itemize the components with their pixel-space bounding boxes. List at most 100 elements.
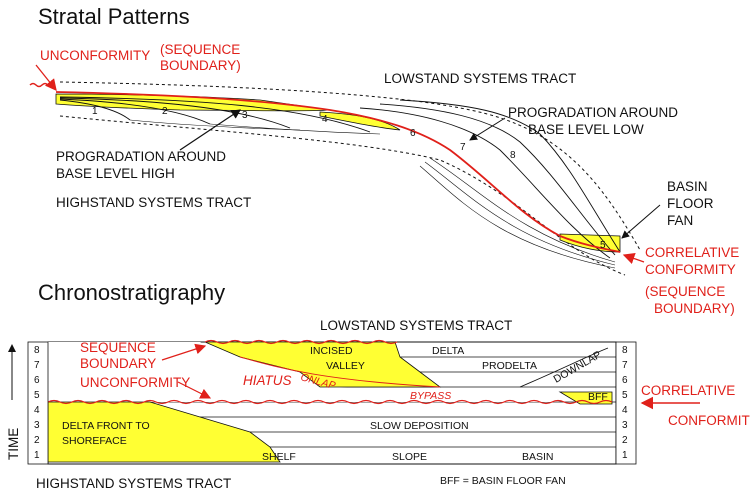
clinoform-4: [59, 96, 371, 133]
row-right-8: 8: [622, 345, 628, 356]
clinoform-2: [59, 98, 211, 125]
row-left-7: 7: [34, 360, 40, 371]
highstand-systems-tract-label-bottom: HIGHSTAND SYSTEMS TRACT: [36, 476, 231, 491]
downlap-label: DOWNLAP: [552, 349, 604, 386]
row-right-2: 2: [622, 435, 628, 446]
clinoform-1: [59, 99, 131, 121]
sequence-boundary-label-line1: (SEQUENCE: [160, 42, 240, 57]
row-left-3: 3: [34, 420, 40, 431]
distal-line-1: [429, 157, 616, 263]
layer-number-4: 4: [322, 114, 328, 125]
slow-deposition-label: SLOW DEPOSITION: [370, 420, 469, 432]
valley-label: VALLEY: [326, 360, 365, 372]
lower-unconformity-wavy: [47, 399, 613, 405]
sequence-boundary-label-line2: BOUNDARY): [160, 58, 241, 73]
delta-front-fill: [47, 401, 281, 463]
layer-number-1: 1: [92, 106, 98, 117]
layer-number-2: 2: [162, 106, 168, 117]
bff-legend: BFF = BASIN FLOOR FAN: [440, 475, 566, 487]
clinoform-3: [59, 97, 291, 129]
bottomset-line-b: [209, 123, 381, 135]
row-left-4: 4: [34, 405, 40, 416]
bff-short-label: BFF: [588, 391, 608, 403]
unconformity-arrow-bottom: [177, 381, 212, 399]
row-left-8: 8: [34, 345, 40, 356]
row-left-5: 5: [34, 390, 40, 401]
distal-line-3: [419, 165, 616, 269]
row-right-6: 6: [622, 375, 628, 386]
unconformity-arrow: [35, 64, 57, 92]
lowstand-systems-tract-label-bottom: LOWSTAND SYSTEMS TRACT: [320, 318, 512, 333]
unconformity-label: UNCONFORMITY: [40, 48, 150, 63]
seq-boundary-label-line2: BOUNDARY: [80, 356, 156, 371]
progradation-high-label-line2: BASE LEVEL HIGH: [56, 166, 175, 181]
clinoform-6: [359, 107, 611, 259]
correlative-conformity-line3: (SEQUENCE: [645, 284, 725, 299]
upper-unconformity-wavy: [204, 339, 398, 345]
unconformity-label-bottom: UNCONFORMITY: [80, 375, 190, 390]
lower-dashed-envelope: [59, 115, 626, 276]
row-right-5: 5: [622, 390, 628, 401]
progradation-high-arrow: [179, 109, 241, 151]
correlative-label-bottom-line1: CORRELATIVE: [641, 383, 735, 398]
bff-arrow: [621, 204, 661, 239]
delta-front-label-line1: DELTA FRONT TO: [62, 420, 150, 432]
layer-number-7: 7: [460, 142, 466, 153]
lowstand-valley-fill: [319, 111, 401, 131]
shelf-label: SHELF: [262, 451, 296, 463]
row-right-3: 3: [622, 420, 628, 431]
row-left-2: 2: [34, 435, 40, 446]
delta-front-label-line2: SHOREFACE: [62, 435, 127, 447]
progradation-high-label-line1: PROGRADATION AROUND: [56, 149, 226, 164]
stratal-patterns-title: Stratal Patterns: [38, 4, 190, 29]
row-left-1: 1: [34, 450, 40, 461]
bff-label-line3: FAN: [667, 213, 693, 228]
correlative-label-bottom-line2: CONFORMITY: [668, 413, 750, 428]
chronostratigraphy-panel: Chronostratigraphy LOWSTAND SYSTEMS TRAC…: [6, 280, 750, 491]
bypass-label: BYPASS: [410, 390, 451, 402]
stratal-patterns-panel: Stratal Patterns 1 2 3 4 5 6 7: [29, 4, 739, 316]
seq-boundary-label-line1: SEQUENCE: [80, 340, 156, 355]
time-axis-label: TIME: [6, 428, 21, 460]
chronostratigraphy-title: Chronostratigraphy: [38, 280, 225, 305]
sequence-boundary-line: [55, 91, 621, 253]
progradation-low-label-line2: BASE LEVEL LOW: [528, 122, 644, 137]
layer-number-8: 8: [510, 150, 516, 161]
row-left-6: 6: [34, 375, 40, 386]
progradation-low-arrow: [469, 117, 506, 141]
upper-dashed-envelope: [59, 81, 641, 251]
correlative-conformity-line1: CORRELATIVE: [645, 245, 739, 260]
bff-label-line2: FLOOR: [667, 196, 714, 211]
layer-number-5: 5: [600, 240, 606, 251]
delta-label: DELTA: [432, 345, 464, 357]
slope-label: SLOPE: [392, 451, 427, 463]
basin-label: BASIN: [522, 451, 554, 463]
lowstand-systems-tract-label: LOWSTAND SYSTEMS TRACT: [384, 71, 576, 86]
progradation-low-label-line1: PROGRADATION AROUND: [508, 105, 678, 120]
layer-number-6: 6: [410, 128, 416, 139]
incised-label: INCISED: [310, 345, 353, 357]
seq-boundary-arrow: [161, 343, 207, 361]
hiatus-label: HIATUS: [243, 373, 292, 388]
distal-line-2: [424, 161, 616, 266]
correlative-conformity-arrow: [622, 252, 645, 264]
bff-yellow-body: [558, 391, 613, 405]
prodelta-label: PRODELTA: [482, 360, 537, 372]
layer-number-3: 3: [242, 110, 248, 121]
row-numbers-right: 8 7 6 5 4 3 2 1: [615, 341, 637, 465]
highstand-systems-tract-label-top: HIGHSTAND SYSTEMS TRACT: [56, 195, 251, 210]
correlative-conformity-line2: CONFORMITY: [645, 262, 736, 277]
downlap-line: [519, 347, 609, 388]
row-right-7: 7: [622, 360, 628, 371]
bff-label-line1: BASIN: [667, 179, 708, 194]
hiatus-region: [48, 342, 560, 402]
row-numbers-left: 8 7 6 5 4 3 2 1: [27, 341, 49, 465]
row-right-4: 4: [622, 405, 628, 416]
correlative-conformity-line4: BOUNDARY): [654, 301, 735, 316]
clinoform-7: [379, 103, 616, 256]
onlap-surface: [239, 356, 441, 388]
row-right-1: 1: [622, 450, 628, 461]
clinoform-8: [399, 99, 621, 253]
